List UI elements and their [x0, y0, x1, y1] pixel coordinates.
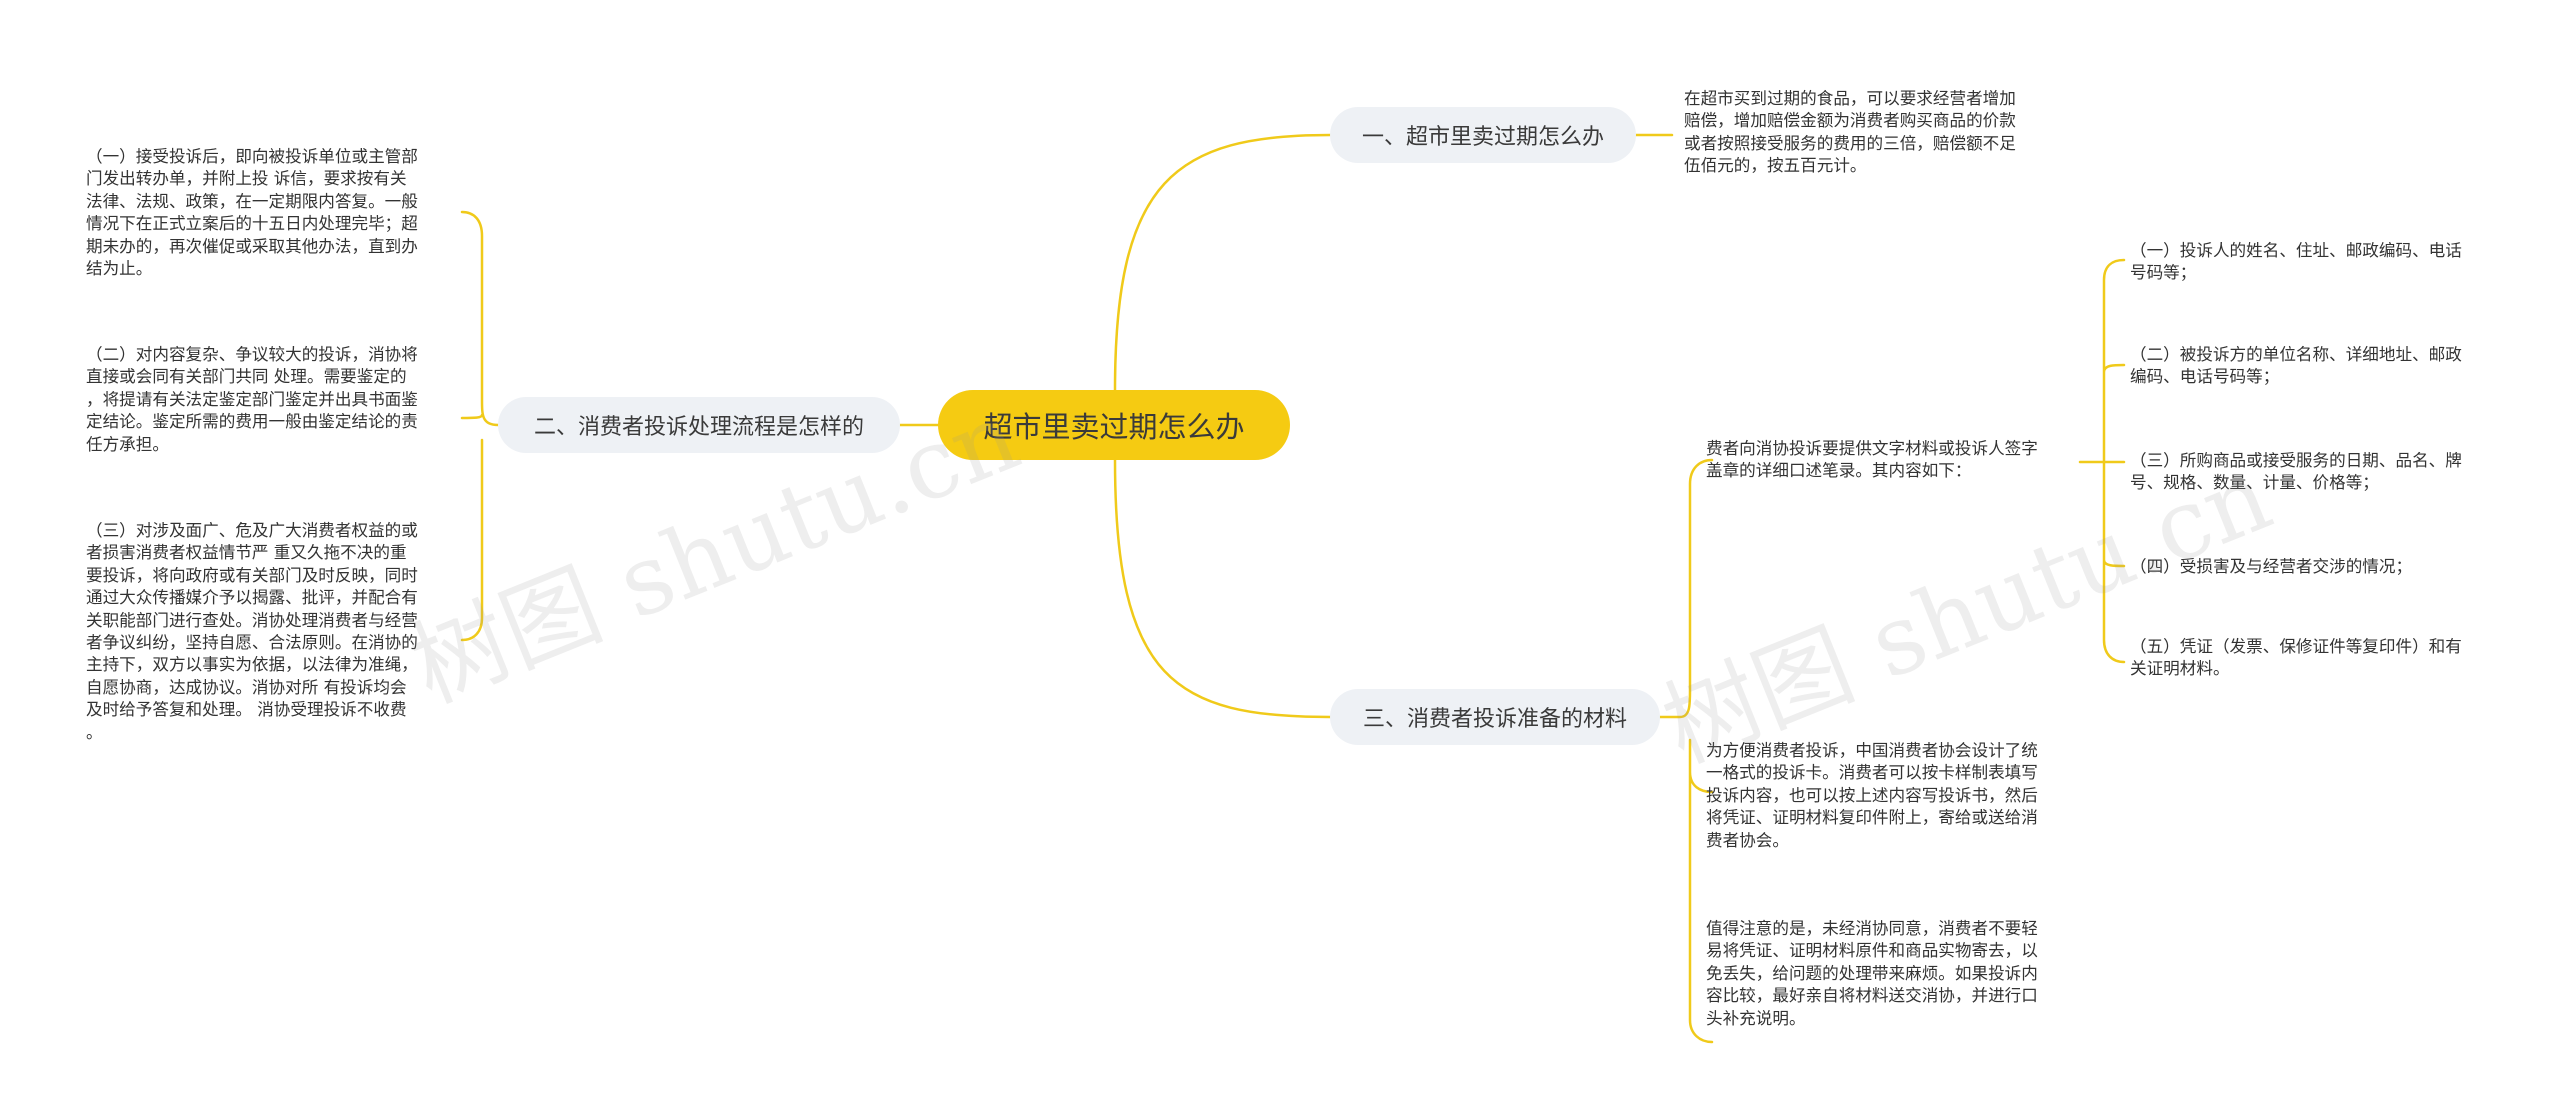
- b2-leaf-text-3[interactable]: （三）对涉及面广、危及广大消费者权益的或 者损害消费者权益情节严 重又久拖不决的…: [86, 521, 418, 742]
- branch-3[interactable]: 三、消费者投诉准备的材料: [1330, 689, 1660, 745]
- b3-sub-item-2[interactable]: （二）被投诉方的单位名称、详细地址、邮政 编码、电话号码等；: [2130, 345, 2462, 387]
- connector-b3-bracket: [1658, 458, 1714, 1044]
- branch-2-label: 二、消费者投诉处理流程是怎样的: [533, 415, 864, 440]
- b3-sub-item-3[interactable]: （三）所购商品或接受服务的日期、品名、牌 号、规格、数量、计量、价格等；: [2130, 451, 2462, 493]
- b3-leaf-text-2[interactable]: 为方便消费者投诉，中国消费者协会设计了统 一格式的投诉卡。消费者可以按卡样制表填…: [1706, 741, 2038, 850]
- b3-sub-item-5[interactable]: （五）凭证（发票、保修证件等复印件）和有 关证明材料。: [2130, 637, 2462, 679]
- b2-leaf-text-2[interactable]: （二）对内容复杂、争议较大的投诉，消协将 直接或会同有关部门共同 处理。需要鉴定…: [86, 345, 418, 454]
- branch-1[interactable]: 一、超市里卖过期怎么办: [1330, 107, 1636, 163]
- root-topic-label: 超市里卖过期怎么办: [983, 410, 1245, 444]
- branch-2[interactable]: 二、消费者投诉处理流程是怎样的: [498, 397, 900, 453]
- b3-sub-item-1[interactable]: （一）投诉人的姓名、住址、邮政编码、电话 号码等；: [2130, 241, 2462, 283]
- branch-1-label: 一、超市里卖过期怎么办: [1361, 125, 1604, 150]
- root-topic[interactable]: 超市里卖过期怎么办: [938, 390, 1290, 460]
- connector-root-b1: [1113, 133, 1332, 392]
- b3-leaf-text-1[interactable]: 费者向消协投诉要提供文字材料或投诉人签字 盖章的详细口述笔录。其内容如下：: [1706, 439, 2038, 481]
- branch-3-label: 三、消费者投诉准备的材料: [1362, 707, 1627, 732]
- b3-leaf-text-3[interactable]: 值得注意的是，未经消协同意，消费者不要轻 易将凭证、证明材料原件和商品实物寄去，…: [1706, 919, 2038, 1028]
- b3-sub-item-4[interactable]: （四）受损害及与经营者交涉的情况；: [2130, 557, 2413, 576]
- connector-subitems-bracket: [2078, 258, 2126, 664]
- b2-leaf-text-1[interactable]: （一）接受投诉后，即向被投诉单位或主管部 门发出转办单，并附上投 诉信，要求按有…: [86, 147, 418, 279]
- b1-leaf-text[interactable]: 在超市买到过期的食品，可以要求经营者增加 赔偿，增加赔偿金额为消费者购买商品的价…: [1684, 89, 2016, 176]
- connector-b2-bracket: [460, 210, 500, 642]
- connector-root-b3: [1113, 458, 1332, 719]
